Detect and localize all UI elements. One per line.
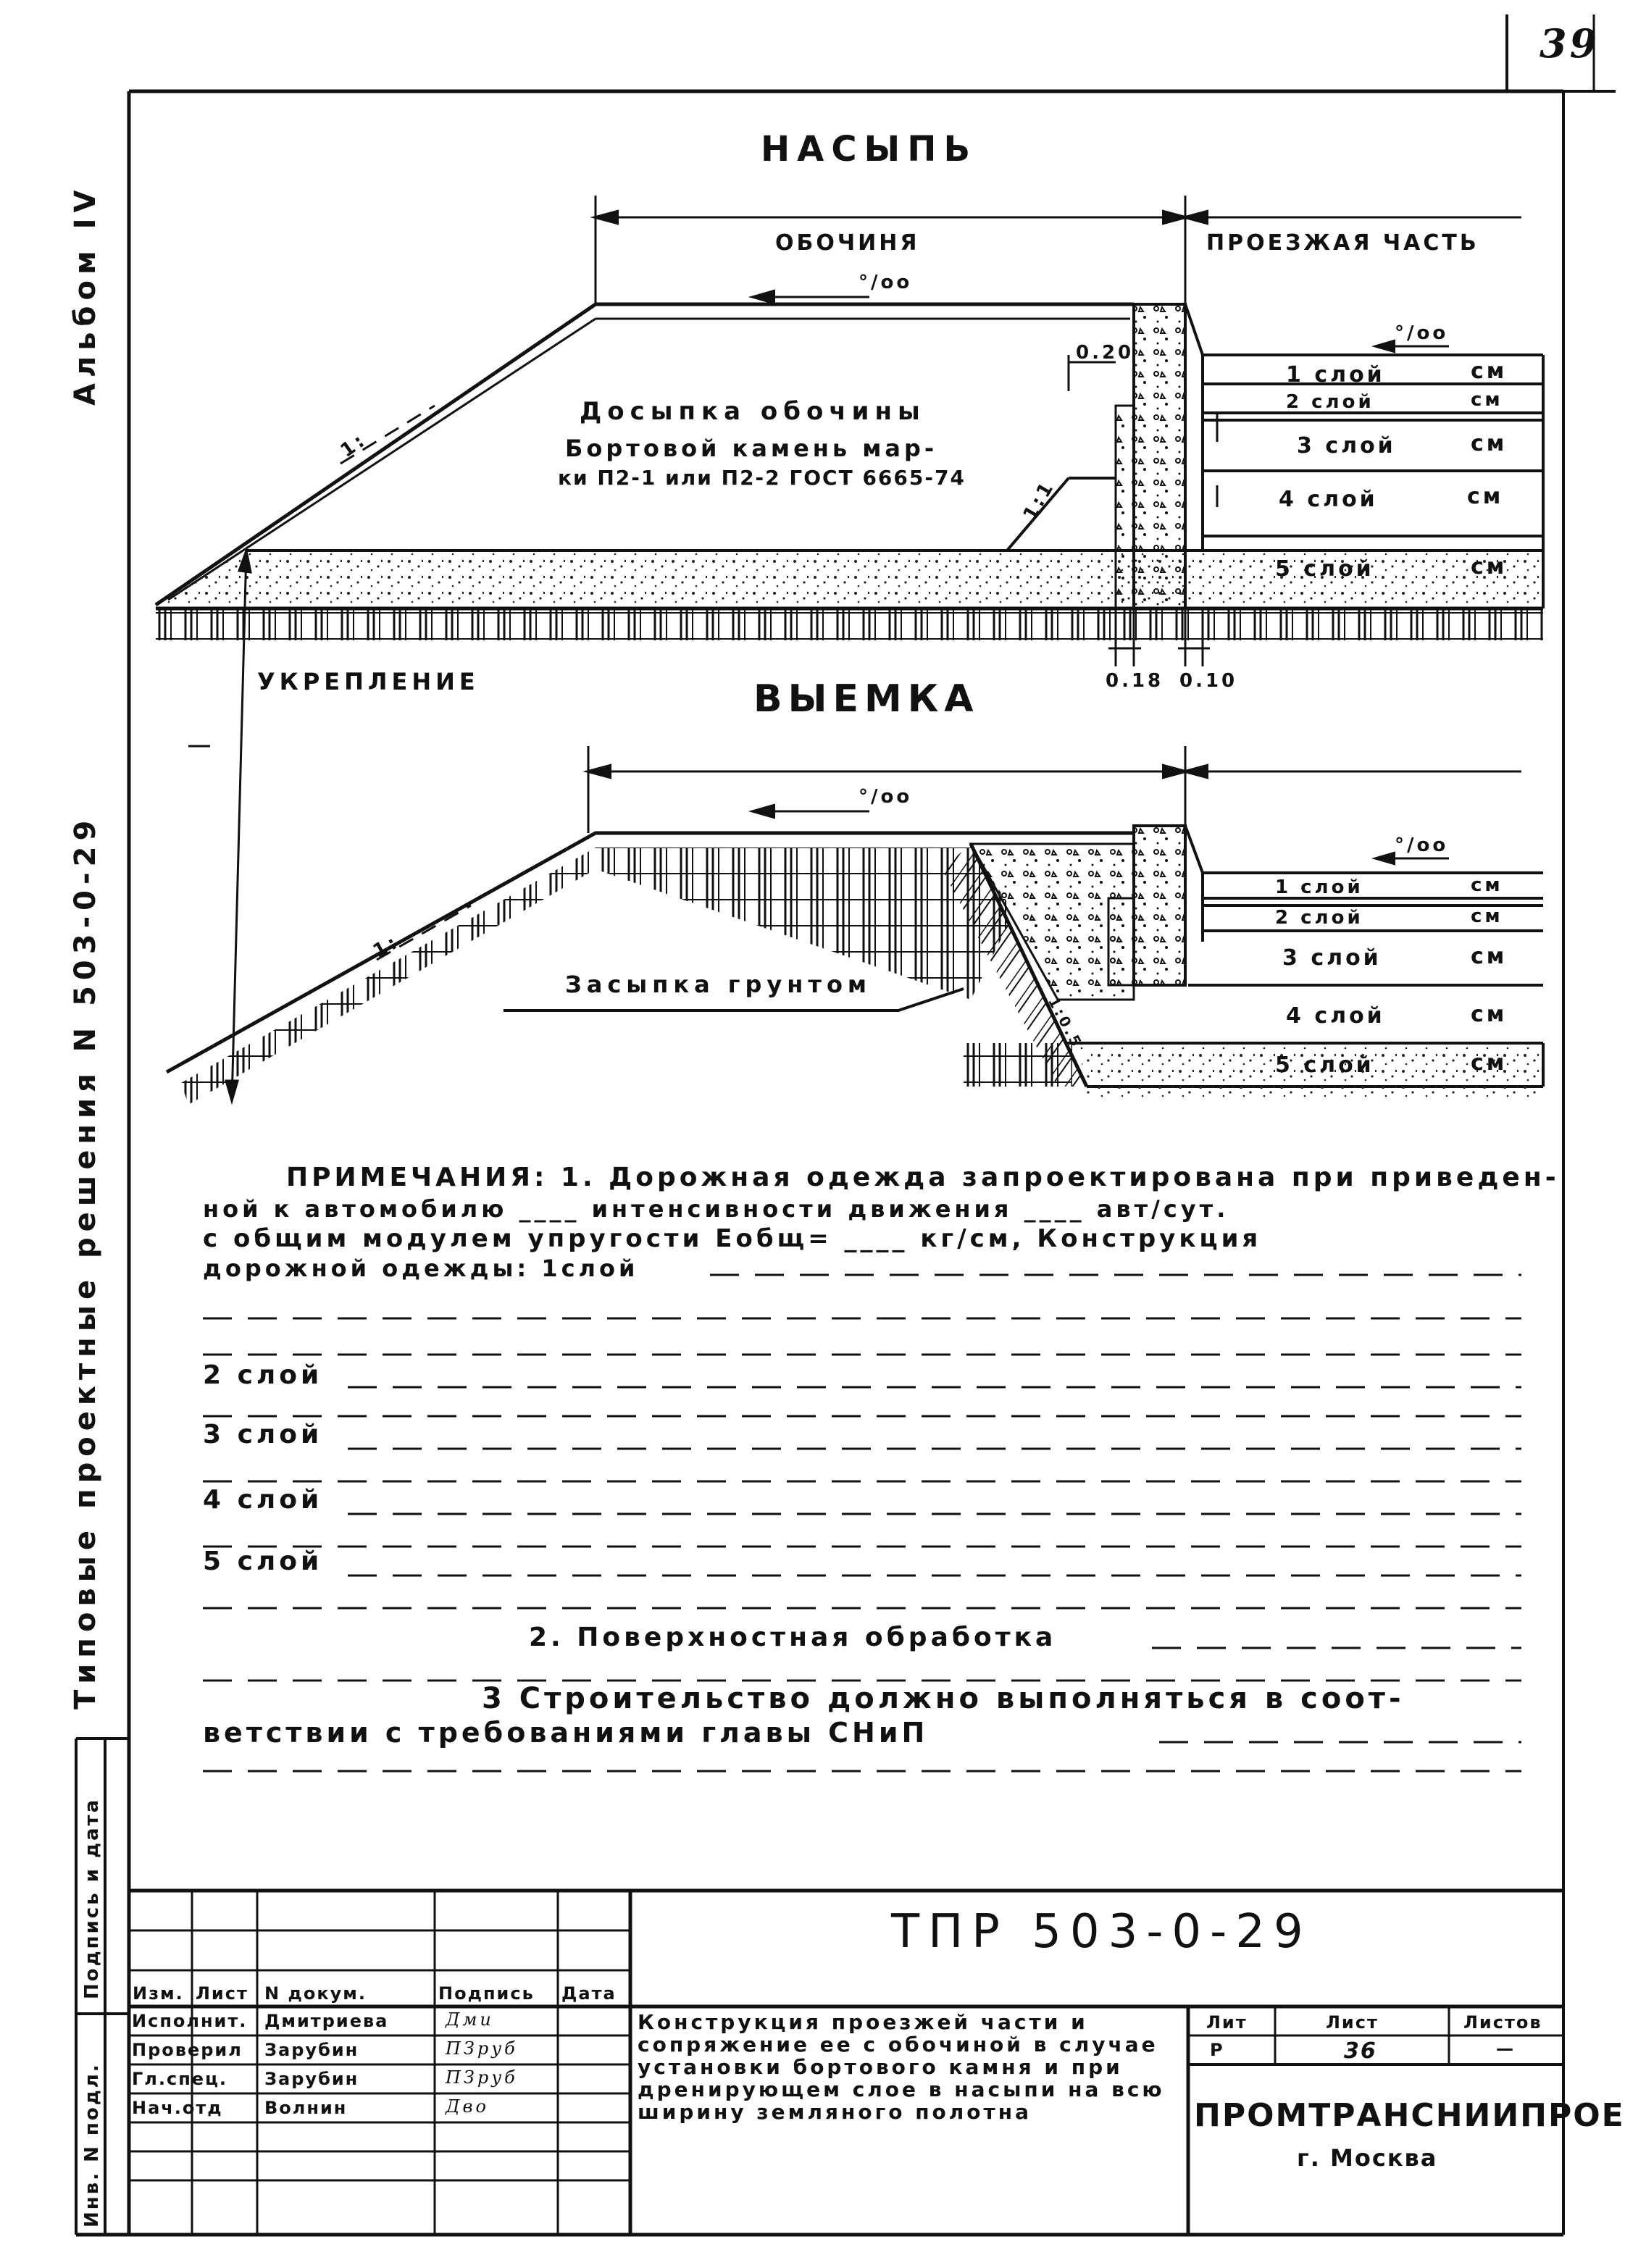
sign-4: Дво <box>446 2096 489 2117</box>
reinforcement-label: УКРЕПЛЕНИЕ <box>257 668 480 695</box>
carriageway-slope: °/oo <box>1395 322 1449 344</box>
emb-layer-3-unit: см <box>1471 431 1508 456</box>
notes-line-4: дорожной одежды: 1слой <box>203 1255 639 1282</box>
cut-layer-5-name: 5 слой <box>1275 1053 1374 1078</box>
role-3: Гл.спец. <box>132 2069 227 2089</box>
emb-layer-5-unit: см <box>1471 554 1508 579</box>
cut-layer-3-unit: см <box>1471 944 1508 969</box>
curb-label-line1: Бортовой камень мар- <box>565 435 938 462</box>
series-label: Типовые проектные решения N 503-0-29 <box>69 814 102 1710</box>
sign-2: ПЗруб <box>446 2038 518 2059</box>
shoulder-slope: °/oo <box>859 272 913 293</box>
sign-3: ПЗруб <box>446 2067 518 2088</box>
name-2: Зарубин <box>264 2040 359 2060</box>
side-stamp-frame <box>75 1737 129 2235</box>
notes-item-3a: 3 Строительство должно выполняться в соо… <box>482 1682 1405 1715</box>
name-4: Волнин <box>264 2098 348 2118</box>
sheets-label: Листов <box>1463 2012 1542 2033</box>
page-frame <box>76 14 1616 2237</box>
cut-layer-3-name: 3 слой <box>1282 945 1382 971</box>
cut-layer-1-unit: см <box>1471 874 1503 896</box>
organization: ПРОМТРАНСНИИПРОЕКТ <box>1194 2097 1625 2134</box>
hdr-date: Дата <box>561 1983 617 2004</box>
notes-layer-5: 5 слой <box>203 1547 323 1576</box>
hdr-list: Лист <box>196 1983 248 2004</box>
carriageway-label: ПРОЕЗЖАЯ ЧАСТЬ <box>1206 230 1479 256</box>
emb-layer-2-name: 2 слой <box>1286 391 1374 413</box>
side-inventory-label: Инв. N подл. <box>81 2062 103 2227</box>
city: г. Москва <box>1297 2144 1438 2172</box>
role-1: Исполнит. <box>132 2011 248 2031</box>
page-number: 39 <box>1540 20 1600 67</box>
cut-layer-4-name: 4 слой <box>1286 1003 1385 1029</box>
drawing-code: ТПР 503-0-29 <box>891 1905 1312 1959</box>
notes-layer-2: 2 слой <box>203 1360 323 1390</box>
notes-line-1: ПРИМЕЧАНИЯ: 1. Дорожная одежда запроекти… <box>286 1163 1560 1192</box>
emb-layer-4-name: 4 слой <box>1279 487 1378 512</box>
emb-layer-1-name: 1 слой <box>1286 362 1385 388</box>
hdr-doc: N докум. <box>264 1983 367 2004</box>
name-1: Дмитриева <box>264 2011 389 2031</box>
hdr-izm: Изм. <box>133 1983 184 2004</box>
name-3: Зарубин <box>264 2069 359 2089</box>
stage-label: Лит <box>1206 2012 1248 2033</box>
side-signature-label: Подпись и дата <box>81 1797 103 1999</box>
embankment-section <box>154 196 1545 666</box>
dim-010: 0.10 <box>1179 670 1238 692</box>
notes-layer-4: 4 слой <box>203 1485 323 1515</box>
title-block-frame <box>129 1888 1563 2235</box>
cut-layer-4-unit: см <box>1471 1002 1508 1027</box>
cut-layer-2-unit: см <box>1471 905 1503 927</box>
dim-018: 0.18 <box>1106 670 1164 692</box>
curb-label-line2: ки П2-1 или П2-2 ГОСТ 6665-74 <box>558 466 966 490</box>
notes-layer-3: 3 слой <box>203 1420 323 1449</box>
cut-layer-2-name: 2 слой <box>1275 907 1363 929</box>
role-4: Нач.отд <box>132 2098 223 2118</box>
emb-layer-1-unit: см <box>1471 359 1508 384</box>
emb-layer-4-unit: см <box>1467 484 1504 509</box>
notes-blanks <box>203 1273 1521 1773</box>
drawing-description: Конструкция проезжей части и сопряжение … <box>638 2010 1165 2124</box>
album-label: Альбом IV <box>69 184 102 406</box>
fill-label: Досыпка обочины <box>580 397 926 426</box>
backfill-label: Засыпка грунтом <box>565 971 872 998</box>
cut-carriageway-slope: °/oo <box>1395 834 1449 856</box>
shoulder-label: ОБОЧИНЯ <box>775 230 920 256</box>
embankment-title: НАСЫПЬ <box>761 129 978 170</box>
hdr-sign: Подпись <box>438 1983 535 2004</box>
cut-shoulder-slope: °/oo <box>859 786 913 808</box>
notes-item-3b: ветствии с требованиями главы СНиП <box>203 1717 929 1749</box>
reinforcement-leader <box>188 546 252 1105</box>
stage-value: Р <box>1210 2040 1224 2060</box>
role-2: Проверил <box>132 2040 243 2060</box>
dim-020: 0.20 <box>1076 342 1135 364</box>
emb-layer-3-name: 3 слой <box>1297 433 1396 459</box>
cut-section <box>165 746 1545 1105</box>
sheets-value: — <box>1496 2038 1515 2059</box>
sign-1: Дми <box>446 2009 494 2030</box>
notes-line-3: с общим модулем упругости Еобщ= ____ кг/… <box>203 1224 1262 1253</box>
emb-layer-5-name: 5 слой <box>1275 556 1374 582</box>
cut-layer-5-unit: см <box>1471 1050 1508 1076</box>
notes-item-2: 2. Поверхностная обработка <box>529 1623 1057 1652</box>
notes-line-2: ной к автомобилю ____ интенсивности движ… <box>203 1195 1229 1223</box>
cut-layer-1-name: 1 слой <box>1275 876 1363 898</box>
emb-layer-2-unit: см <box>1471 389 1503 411</box>
cut-title: ВЫЕМКА <box>753 677 979 721</box>
sheet-value: 36 <box>1344 2038 1377 2064</box>
sheet-label: Лист <box>1326 2012 1379 2033</box>
